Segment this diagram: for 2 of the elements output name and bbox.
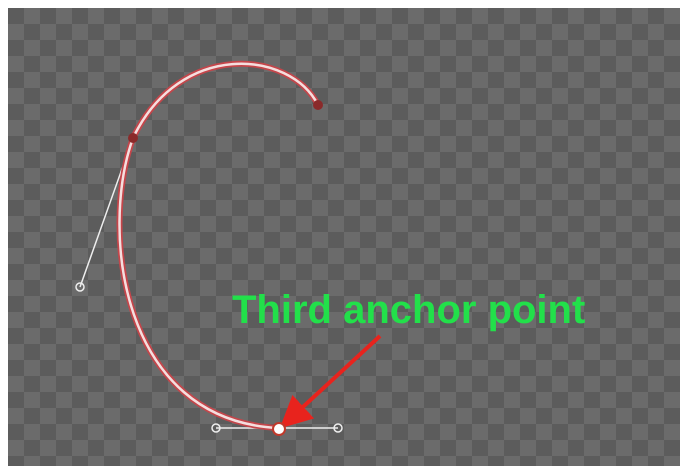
annotation-text: Third anchor point <box>232 288 586 332</box>
arrow <box>280 334 382 428</box>
